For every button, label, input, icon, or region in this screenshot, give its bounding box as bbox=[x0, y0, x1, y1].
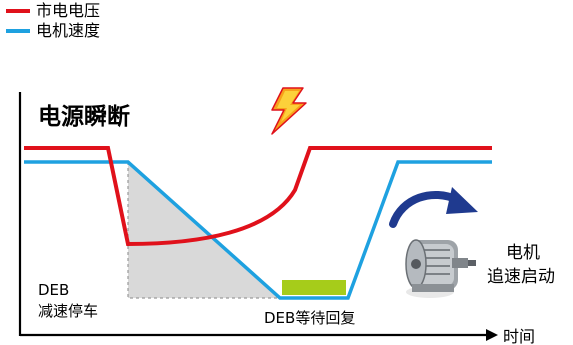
motor-restart-label-line1: 电机 bbox=[506, 243, 540, 263]
legend-swatch-voltage bbox=[6, 9, 30, 13]
legend-label-speed: 电机速度 bbox=[36, 21, 101, 40]
x-axis-label: 时间 bbox=[503, 327, 536, 345]
motor-icon bbox=[405, 239, 476, 298]
diagram-title: 电源瞬断 bbox=[38, 104, 130, 130]
deb-decel-label-line1: DEB bbox=[38, 281, 70, 299]
deb-wait-bar bbox=[282, 280, 346, 295]
curved-arrow-icon bbox=[389, 187, 478, 228]
legend-swatch-speed bbox=[6, 29, 30, 33]
legend-item-voltage: 市电电压 bbox=[6, 2, 100, 20]
deb-decel-label-line2: 减速停车 bbox=[38, 302, 99, 320]
grid-voltage-line bbox=[24, 146, 492, 247]
x-axis-arrowhead bbox=[486, 329, 498, 341]
lightning-icon bbox=[271, 87, 307, 135]
motor-restart-label-line2: 追速启动 bbox=[487, 267, 555, 287]
legend-label-voltage: 市电电压 bbox=[36, 1, 101, 20]
deb-wait-label: DEB等待回复 bbox=[264, 309, 356, 327]
legend-item-speed: 电机速度 bbox=[6, 22, 100, 40]
